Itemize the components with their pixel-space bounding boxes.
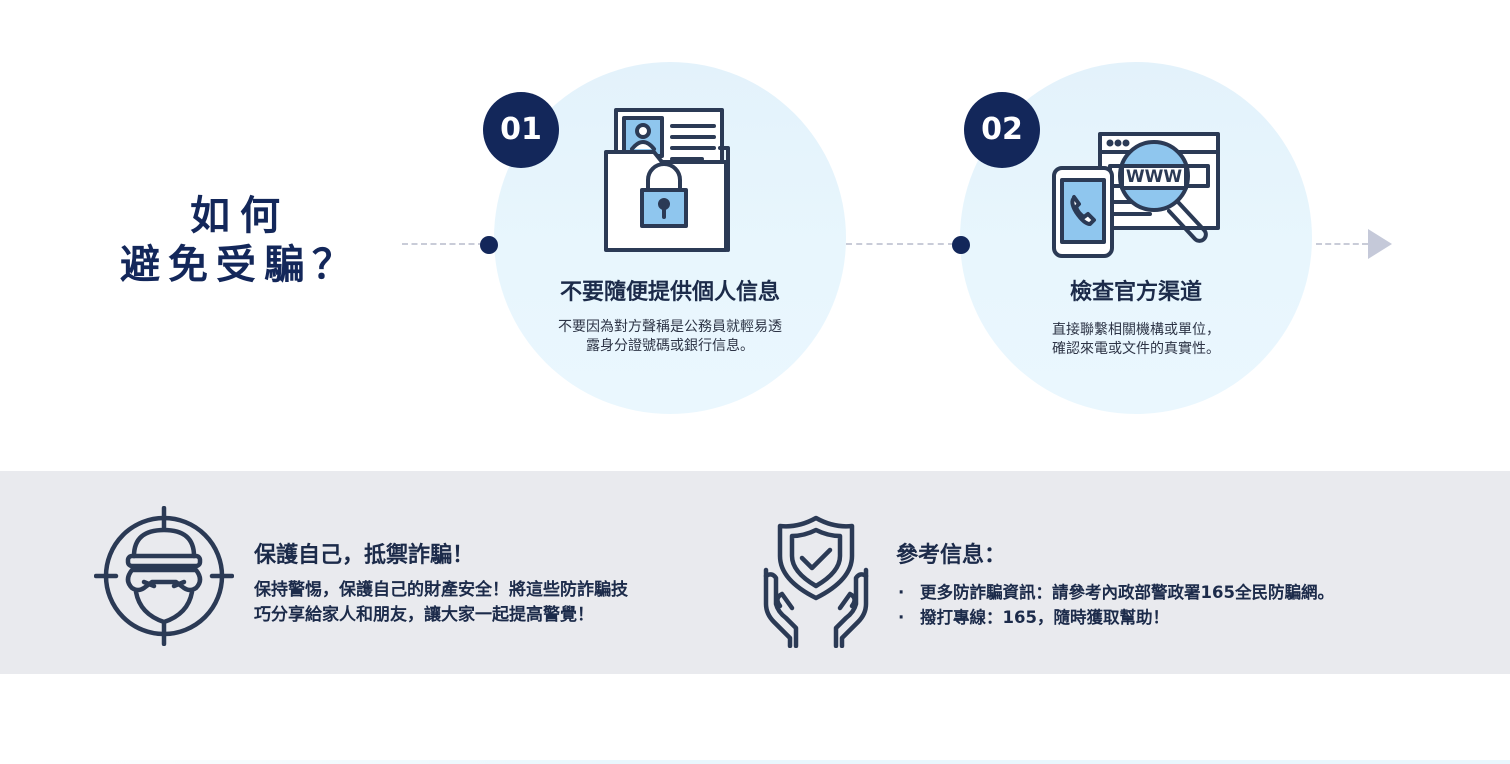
- bullet-icon: ·: [898, 583, 905, 602]
- page-title: 如何 避免受騙？: [110, 192, 370, 290]
- step-1-desc-line2: 露身分證號碼或銀行信息。: [586, 338, 754, 354]
- reference-item-2-text: 撥打專線：165，隨時獲取幫助！: [920, 608, 1169, 627]
- step-2-description: 直接聯繫相關機構或單位， 確認來電或文件的真實性。: [960, 321, 1312, 359]
- step-2-timeline-dot: [952, 236, 970, 254]
- step-1-desc-line1: 不要因為對方聲稱是公務員就輕易透: [558, 319, 782, 335]
- step-1-timeline-dot: [480, 236, 498, 254]
- protect-text-line2: 巧分享給家人和朋友，讓大家一起提高警覺！: [254, 605, 594, 625]
- step-2-title: 檢查官方渠道: [1069, 280, 1202, 305]
- reference-item-2: · 撥打專線：165，隨時獲取幫助！: [898, 605, 1334, 630]
- reference-item-1-text: 更多防詐騙資訊：請參考內政部警政署165全民防騙網。: [920, 583, 1334, 602]
- reference-list: · 更多防詐騙資訊：請參考內政部警政署165全民防騙網。 · 撥打專線：165，隨時…: [898, 580, 1334, 630]
- tips-band: [0, 471, 1510, 674]
- protect-text-line1: 保持警惕，保護自己的財產安全！將這些防詐騙技: [254, 580, 628, 600]
- protect-text: 保持警惕，保護自己的財產安全！將這些防詐騙技 巧分享給家人和朋友，讓大家一起提高…: [254, 578, 628, 628]
- svg-text:WWW: WWW: [1126, 167, 1183, 187]
- reference-item-1: · 更多防詐騙資訊：請參考內政部警政署165全民防騙網。: [898, 580, 1334, 605]
- step-2-number-badge: 02: [964, 92, 1040, 168]
- reference-title: 參考信息：: [896, 543, 1007, 568]
- footer-divider: [0, 760, 1510, 764]
- timeline-arrow-icon: [1368, 229, 1392, 259]
- locked-folder-icon: [602, 104, 738, 262]
- bullet-icon: ·: [898, 608, 905, 627]
- timeline-dash-1: [402, 243, 484, 245]
- timeline-dash-3: [1316, 243, 1368, 245]
- phone-www-magnifier-icon: WWW: [1050, 128, 1230, 266]
- hands-shield-check-icon: [758, 512, 874, 652]
- timeline-dash-2: [846, 243, 954, 245]
- protect-title: 保護自己，抵禦詐騙！: [254, 543, 475, 568]
- page-title-line1: 如何: [190, 193, 290, 239]
- step-1-description: 不要因為對方聲稱是公務員就輕易透 露身分證號碼或銀行信息。: [494, 318, 846, 356]
- step-2-desc-line1: 直接聯繫相關機構或單位，: [1052, 322, 1220, 338]
- step-2-desc-line2: 確認來電或文件的真實性。: [1052, 341, 1220, 357]
- page-title-line2: 避免受騙？: [120, 242, 360, 288]
- step-1-title: 不要隨便提供個人信息: [559, 280, 780, 305]
- step-1-number-badge: 01: [483, 92, 559, 168]
- burglar-target-icon: [93, 505, 235, 650]
